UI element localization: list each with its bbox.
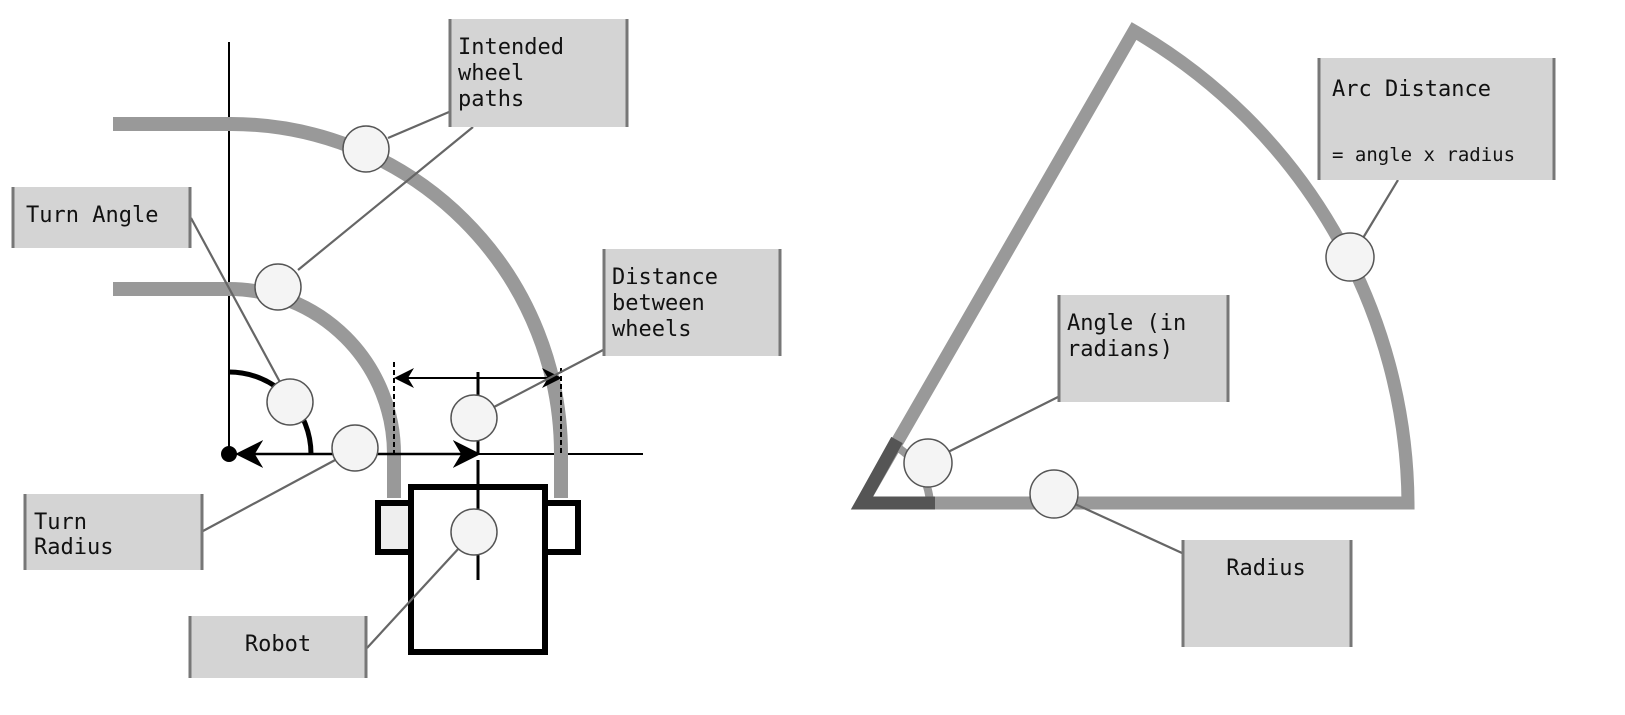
callout-marker (254, 263, 302, 311)
callout-marker (266, 378, 314, 426)
label-text: Intended (458, 35, 564, 60)
label-text: Turn (34, 510, 87, 535)
formula-text: = angle x radius (1332, 144, 1515, 166)
label-arc-distance: Arc Distance = angle x radius (1317, 58, 1556, 180)
label-text: wheels (612, 317, 691, 342)
sector-outline (850, 22, 1415, 510)
label-text: Radius (34, 535, 113, 560)
arc-sector-diagram: Arc Distance = angle x radius Angle (in … (850, 22, 1556, 647)
label-robot: Robot (188, 616, 368, 678)
label-text: Radius (1226, 556, 1305, 581)
leader-line (1362, 179, 1399, 239)
callout-marker (1029, 469, 1079, 519)
callout-marker (331, 424, 379, 472)
leader-line (1074, 502, 1183, 555)
label-distance-between-wheels: Distance between wheels (602, 249, 782, 356)
label-text: wheel (458, 61, 524, 86)
label-text: Robot (245, 632, 311, 657)
label-text: paths (458, 87, 524, 112)
leader-line (366, 546, 461, 649)
callout-marker (1325, 232, 1375, 282)
leader-line (190, 217, 282, 385)
label-text: Angle (in (1067, 311, 1186, 336)
label-text: between (612, 291, 705, 316)
callout-marker (450, 394, 498, 442)
callout-marker (342, 125, 390, 173)
leader-line (947, 396, 1059, 453)
callout-marker (903, 438, 953, 488)
label-intended-wheel-paths: Intended wheel paths (448, 19, 629, 127)
turn-center-dot (221, 446, 237, 462)
label-turn-angle: Turn Angle (11, 187, 192, 248)
label-text: radians) (1067, 337, 1173, 362)
label-angle: Angle (in radians) (1057, 295, 1230, 402)
label-text: Distance (612, 265, 718, 290)
callout-marker (450, 508, 498, 556)
label-radius: Radius (1181, 540, 1353, 647)
leader-line (493, 349, 604, 408)
leader-line (202, 458, 338, 532)
label-turn-radius: Turn Radius (23, 494, 204, 570)
leader-line (387, 110, 450, 140)
right-wheel (542, 500, 581, 555)
leader-line (297, 126, 474, 271)
turn-diagram: Intended wheel paths Turn Angle Distance… (11, 19, 782, 678)
angle-marker (850, 436, 935, 510)
label-text: Turn Angle (26, 203, 158, 228)
left-wheel (375, 500, 414, 555)
label-text: Arc Distance (1332, 77, 1491, 102)
